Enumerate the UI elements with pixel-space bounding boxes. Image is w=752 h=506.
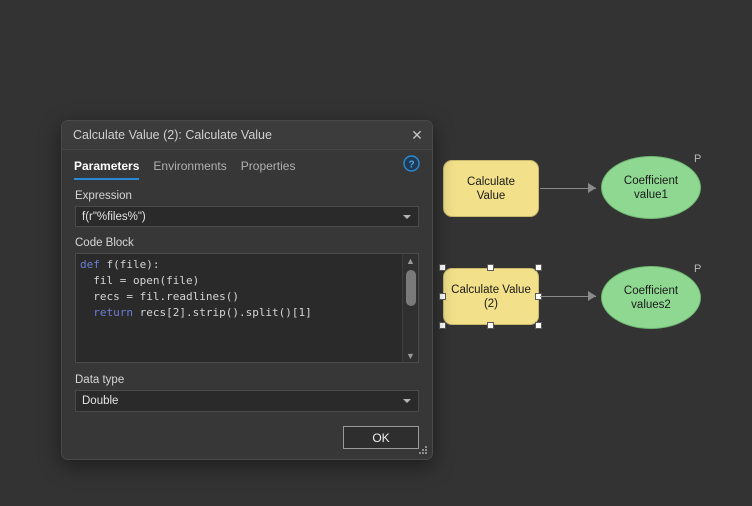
- chevron-up-icon[interactable]: ▲: [406, 255, 415, 266]
- dialog-footer: OK: [75, 426, 419, 449]
- ok-button[interactable]: OK: [343, 426, 419, 449]
- dialog-titlebar[interactable]: Calculate Value (2): Calculate Value ✕: [62, 121, 432, 150]
- node-badge-p: P: [694, 153, 702, 165]
- node-badge-p: P: [694, 263, 702, 275]
- resize-handle-sw[interactable]: [439, 322, 446, 329]
- tab-properties[interactable]: Properties: [240, 159, 296, 173]
- data-type-value: Double: [82, 395, 119, 407]
- scroll-thumb[interactable]: [406, 270, 416, 306]
- resize-handle-nw[interactable]: [439, 264, 446, 271]
- resize-handle-ne[interactable]: [535, 264, 542, 271]
- data-type-select[interactable]: Double: [75, 390, 419, 412]
- close-icon[interactable]: ✕: [411, 126, 423, 143]
- svg-text:?: ?: [408, 159, 414, 170]
- data-type-label: Data type: [75, 374, 125, 386]
- tab-parameters[interactable]: Parameters: [74, 159, 140, 180]
- resize-grip-icon[interactable]: [419, 446, 428, 455]
- resize-handle-w[interactable]: [439, 293, 446, 300]
- code-keyword-def: def: [80, 258, 100, 271]
- chevron-down-icon[interactable]: ▼: [406, 350, 415, 361]
- chevron-down-icon[interactable]: [403, 214, 411, 219]
- calculate-value-dialog[interactable]: Calculate Value (2): Calculate Value ✕ P…: [61, 120, 433, 460]
- code-block-text[interactable]: def f(file): fil = open(file) recs = fil…: [80, 257, 400, 360]
- code-line-0: f(file):: [99, 258, 160, 271]
- help-circle-icon[interactable]: ?: [403, 155, 420, 172]
- code-line-3: recs[2].strip().split()[1]: [132, 306, 312, 319]
- code-scrollbar[interactable]: ▲ ▼: [402, 254, 418, 362]
- connector-line-1: [540, 188, 596, 189]
- resize-handle-s[interactable]: [487, 322, 494, 329]
- chevron-down-icon[interactable]: [403, 399, 411, 403]
- expression-label: Expression: [75, 190, 132, 202]
- node-calculate-value-2[interactable]: Calculate Value(2): [443, 268, 539, 325]
- code-block-editor[interactable]: def f(file): fil = open(file) recs = fil…: [75, 253, 419, 363]
- code-line-1: fil = open(file): [80, 274, 200, 287]
- dialog-tabs[interactable]: Parameters Environments Properties ?: [62, 150, 432, 180]
- code-block-label: Code Block: [75, 237, 134, 249]
- node-label: Calculate Value(2): [451, 283, 531, 310]
- connector-arrowhead-1: [588, 183, 596, 193]
- expression-input[interactable]: f(r"%files%"): [75, 206, 419, 227]
- dialog-body: Expression f(r"%files%") Code Block def …: [62, 180, 432, 449]
- expression-value: f(r"%files%"): [82, 210, 146, 223]
- resize-handle-n[interactable]: [487, 264, 494, 271]
- connector-arrowhead-2: [588, 291, 596, 301]
- code-keyword-return: return: [80, 306, 133, 319]
- tab-environments[interactable]: Environments: [153, 159, 227, 173]
- connector-line-2: [540, 296, 596, 297]
- code-line-2: recs = fil.readlines(): [80, 290, 239, 303]
- resize-handle-se[interactable]: [535, 322, 542, 329]
- dialog-title: Calculate Value (2): Calculate Value: [73, 128, 272, 142]
